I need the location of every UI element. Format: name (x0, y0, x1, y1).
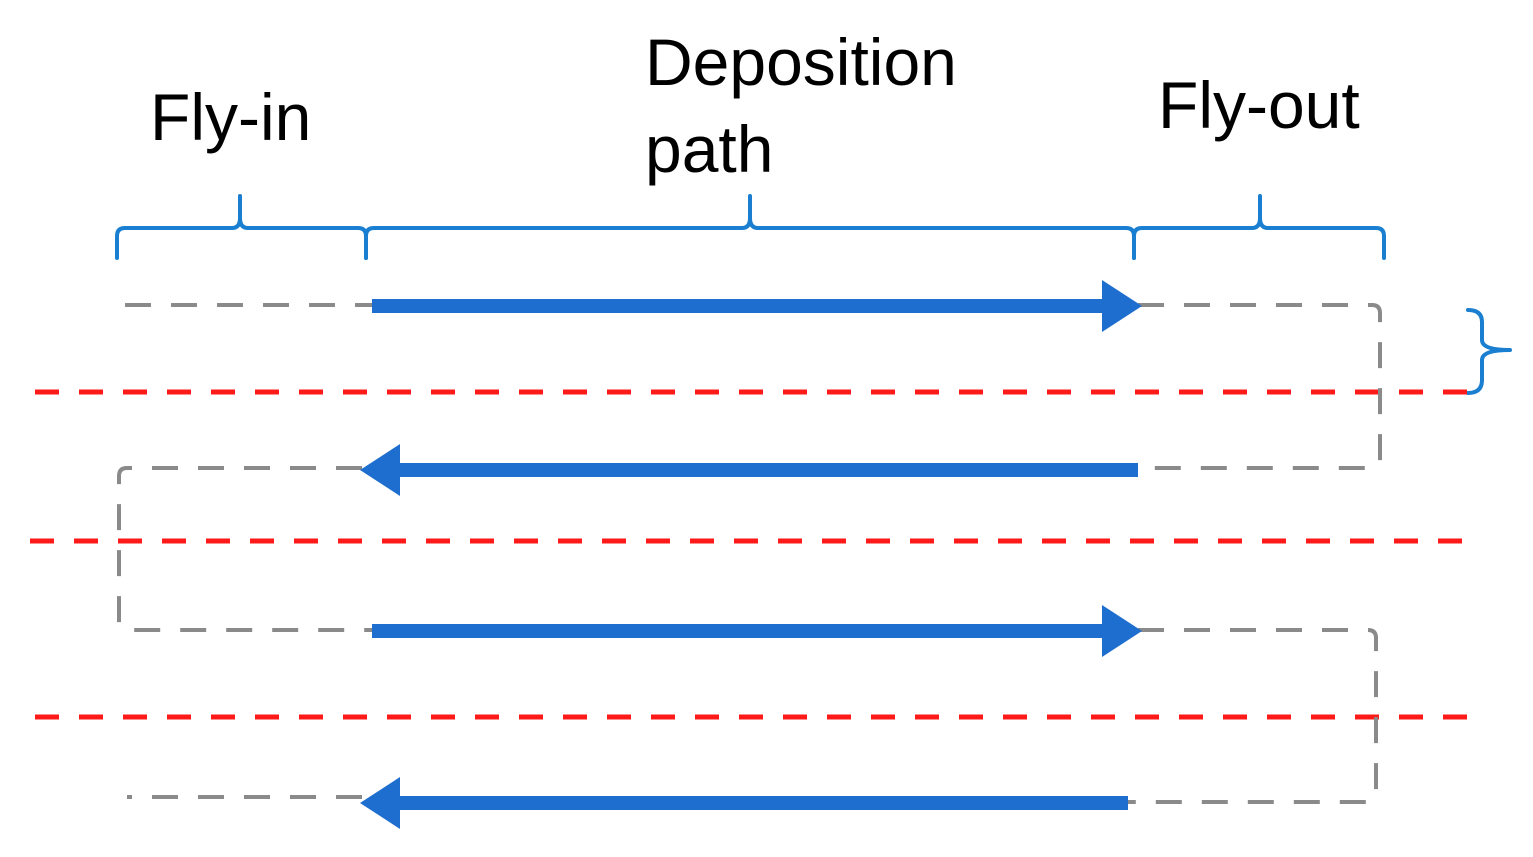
deposition-label-line2: path (645, 112, 773, 186)
deposition-path-bracket (364, 194, 1136, 260)
fly-out-turnaround-3 (1128, 628, 1378, 804)
fly-out-bracket (1132, 194, 1386, 260)
deposition-arrow-4 (360, 777, 1128, 829)
layer-spacing-bracket (1466, 308, 1512, 395)
fly-in-turnaround-2 (117, 466, 372, 632)
deposition-arrow-2 (360, 444, 1138, 496)
deposition-arrow-3 (372, 605, 1142, 657)
fly-out-label: Fly-out (1158, 68, 1360, 142)
deposition-arrow-1 (372, 280, 1142, 332)
fly-in-bracket (115, 194, 368, 260)
fly-out-turnaround-1 (1138, 303, 1382, 470)
deposition-label-line1: Deposition (645, 25, 957, 99)
fly-in-label: Fly-in (150, 80, 311, 154)
